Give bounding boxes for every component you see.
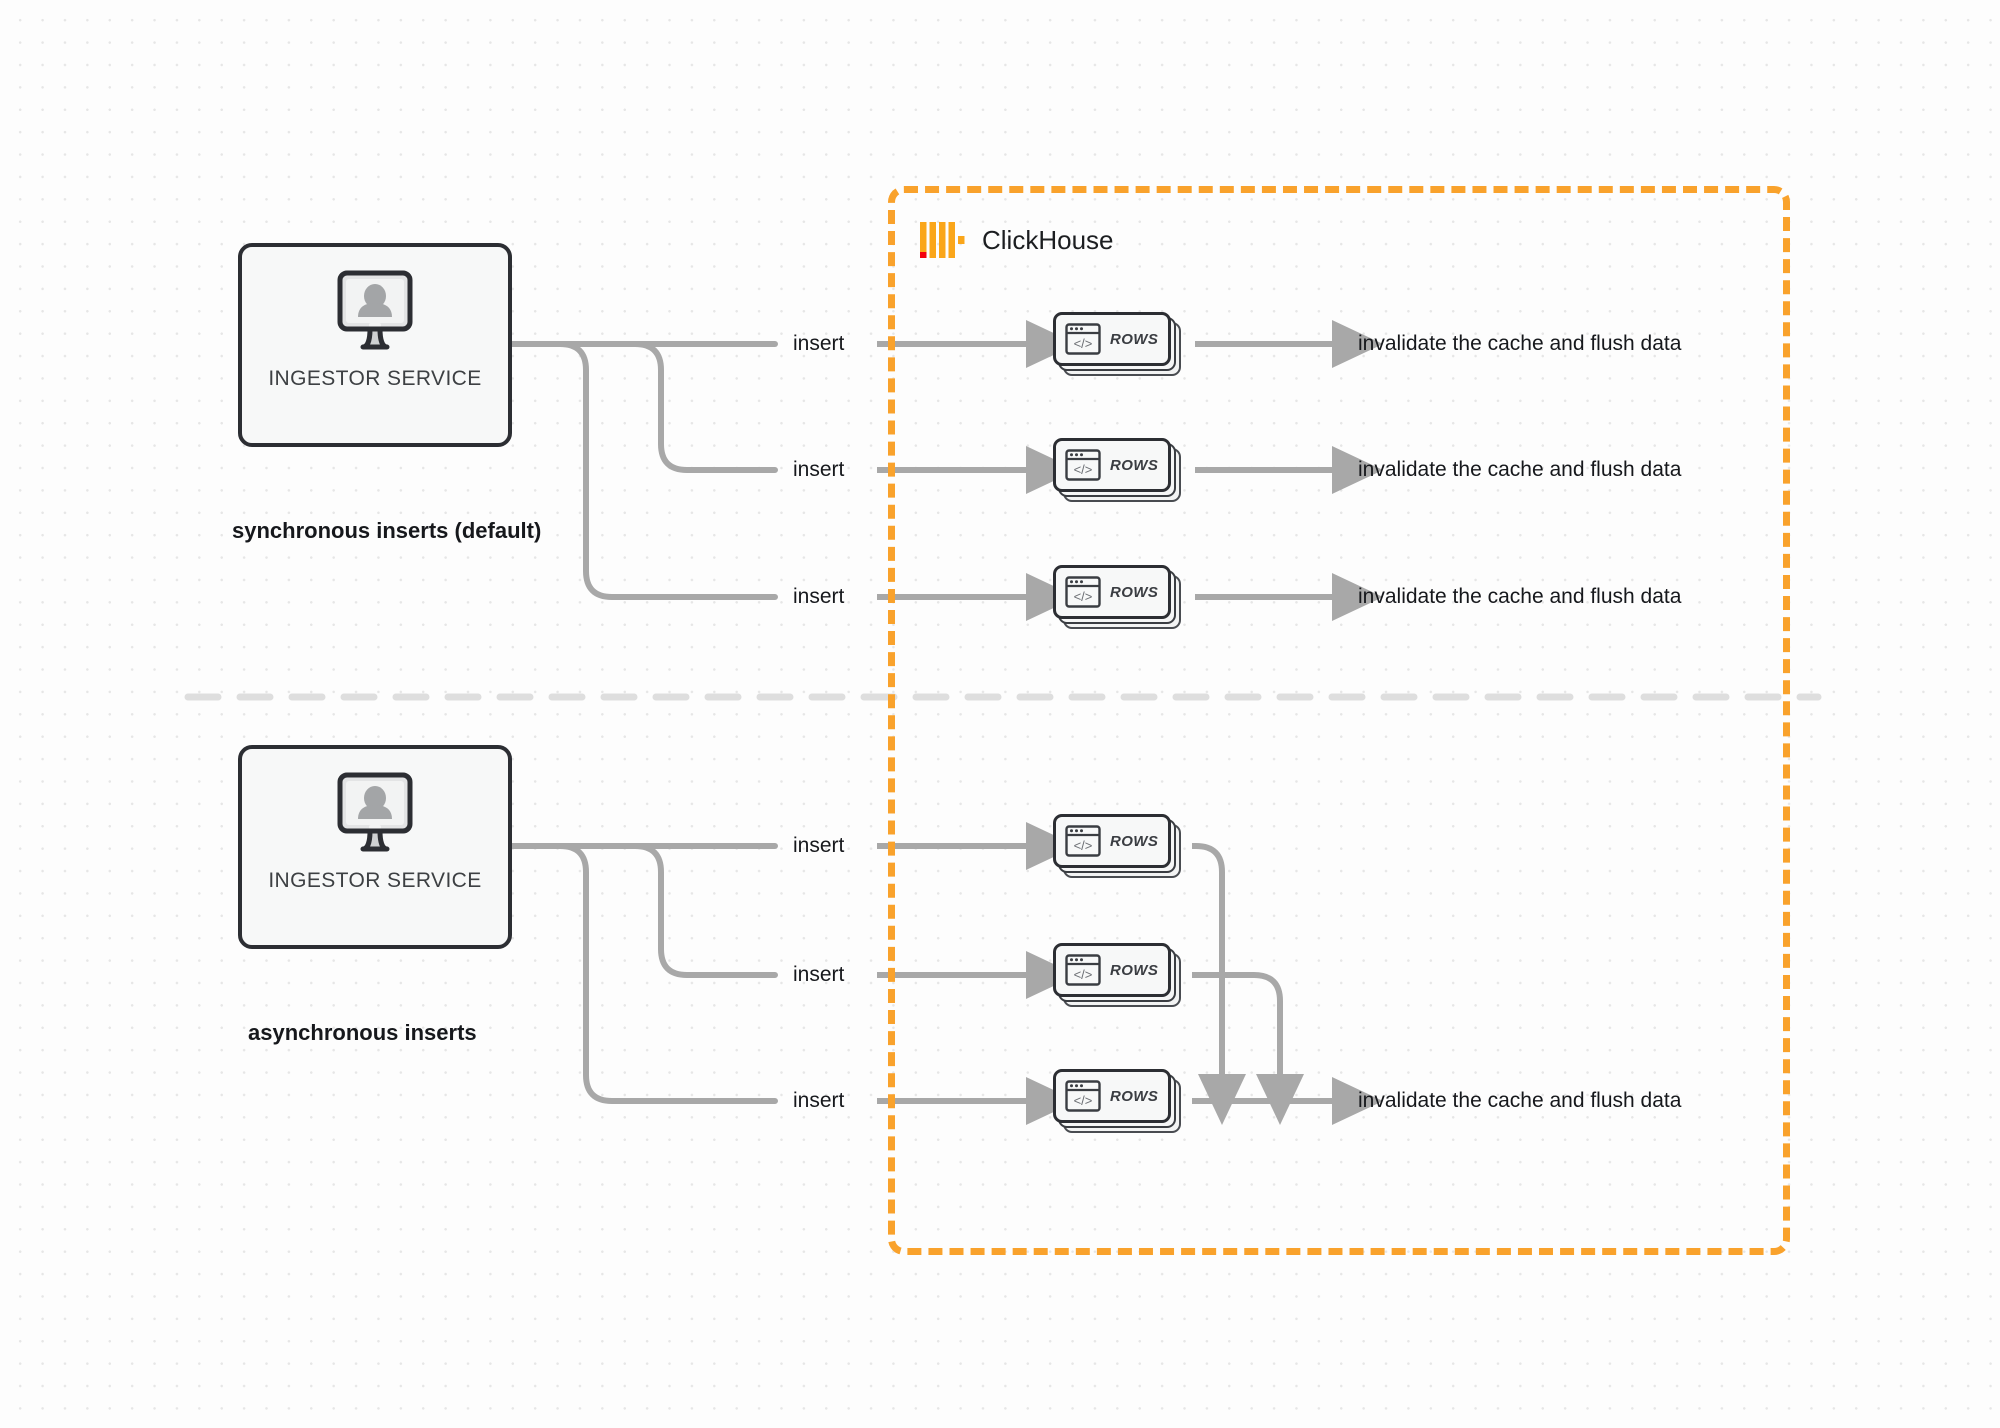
clickhouse-brand-label: ClickHouse bbox=[982, 224, 1114, 255]
ingestor-service-label-sync: INGESTOR SERVICE bbox=[268, 367, 482, 390]
monitor-user-icon bbox=[337, 270, 413, 350]
rows-node-label: ROWS bbox=[1110, 456, 1159, 474]
output-label-async-merged: invalidate the cache and flush data bbox=[1358, 1089, 1682, 1112]
insert-label-sync-3: insert bbox=[793, 585, 845, 608]
rows-stack-front: </> ROWS bbox=[1053, 1069, 1171, 1123]
svg-text:</>: </> bbox=[1074, 838, 1093, 853]
output-label-sync-2: invalidate the cache and flush data bbox=[1358, 458, 1682, 481]
code-window-icon: </> bbox=[1065, 449, 1101, 481]
rows-node-sync-2[interactable]: </> ROWS bbox=[1053, 438, 1181, 502]
async-branch-connectors bbox=[509, 843, 778, 1104]
sync-insert-arrows bbox=[877, 320, 1077, 621]
rows-node-sync-3[interactable]: </> ROWS bbox=[1053, 565, 1181, 629]
async-merge-connectors bbox=[1192, 843, 1383, 1125]
insert-label-sync-1: insert bbox=[793, 332, 845, 355]
sync-branch-connectors bbox=[509, 341, 778, 600]
rows-node-async-2[interactable]: </> ROWS bbox=[1053, 943, 1181, 1007]
code-window-icon: </> bbox=[1065, 825, 1101, 857]
insert-label-sync-2: insert bbox=[793, 458, 845, 481]
rows-node-label: ROWS bbox=[1110, 330, 1159, 348]
output-label-sync-3: invalidate the cache and flush data bbox=[1358, 585, 1682, 608]
svg-text:</>: </> bbox=[1074, 589, 1093, 604]
svg-text:</>: </> bbox=[1074, 967, 1093, 982]
code-window-icon: </> bbox=[1065, 576, 1101, 608]
rows-node-label: ROWS bbox=[1110, 832, 1159, 850]
rows-stack-front: </> ROWS bbox=[1053, 814, 1171, 868]
rows-stack-front: </> ROWS bbox=[1053, 943, 1171, 997]
rows-stack-front: </> ROWS bbox=[1053, 312, 1171, 366]
section-caption-sync: synchronous inserts (default) bbox=[232, 518, 542, 543]
rows-node-async-1[interactable]: </> ROWS bbox=[1053, 814, 1181, 878]
svg-text:</>: </> bbox=[1074, 462, 1093, 477]
sync-output-arrows bbox=[1195, 320, 1383, 621]
monitor-user-icon bbox=[337, 772, 413, 852]
rows-stack-front: </> ROWS bbox=[1053, 565, 1171, 619]
code-window-icon: </> bbox=[1065, 323, 1101, 355]
clickhouse-brand: ClickHouse bbox=[920, 222, 1114, 258]
rows-node-label: ROWS bbox=[1110, 1087, 1159, 1105]
svg-text:</>: </> bbox=[1074, 336, 1093, 351]
code-window-icon: </> bbox=[1065, 1080, 1101, 1112]
insert-label-async-2: insert bbox=[793, 963, 845, 986]
rows-node-sync-1[interactable]: </> ROWS bbox=[1053, 312, 1181, 376]
ingestor-service-node-async[interactable]: INGESTOR SERVICE bbox=[238, 745, 512, 949]
ingestor-service-label-async: INGESTOR SERVICE bbox=[268, 869, 482, 892]
async-insert-arrows bbox=[877, 822, 1077, 1125]
section-caption-async: asynchronous inserts bbox=[248, 1020, 477, 1045]
rows-stack-front: </> ROWS bbox=[1053, 438, 1171, 492]
clickhouse-logo-icon bbox=[920, 222, 965, 258]
output-label-sync-1: invalidate the cache and flush data bbox=[1358, 332, 1682, 355]
svg-text:</>: </> bbox=[1074, 1093, 1093, 1108]
rows-node-label: ROWS bbox=[1110, 583, 1159, 601]
insert-label-async-1: insert bbox=[793, 834, 845, 857]
rows-node-label: ROWS bbox=[1110, 961, 1159, 979]
code-window-icon: </> bbox=[1065, 954, 1101, 986]
ingestor-service-node-sync[interactable]: INGESTOR SERVICE bbox=[238, 243, 512, 447]
insert-label-async-3: insert bbox=[793, 1089, 845, 1112]
rows-node-async-3[interactable]: </> ROWS bbox=[1053, 1069, 1181, 1133]
